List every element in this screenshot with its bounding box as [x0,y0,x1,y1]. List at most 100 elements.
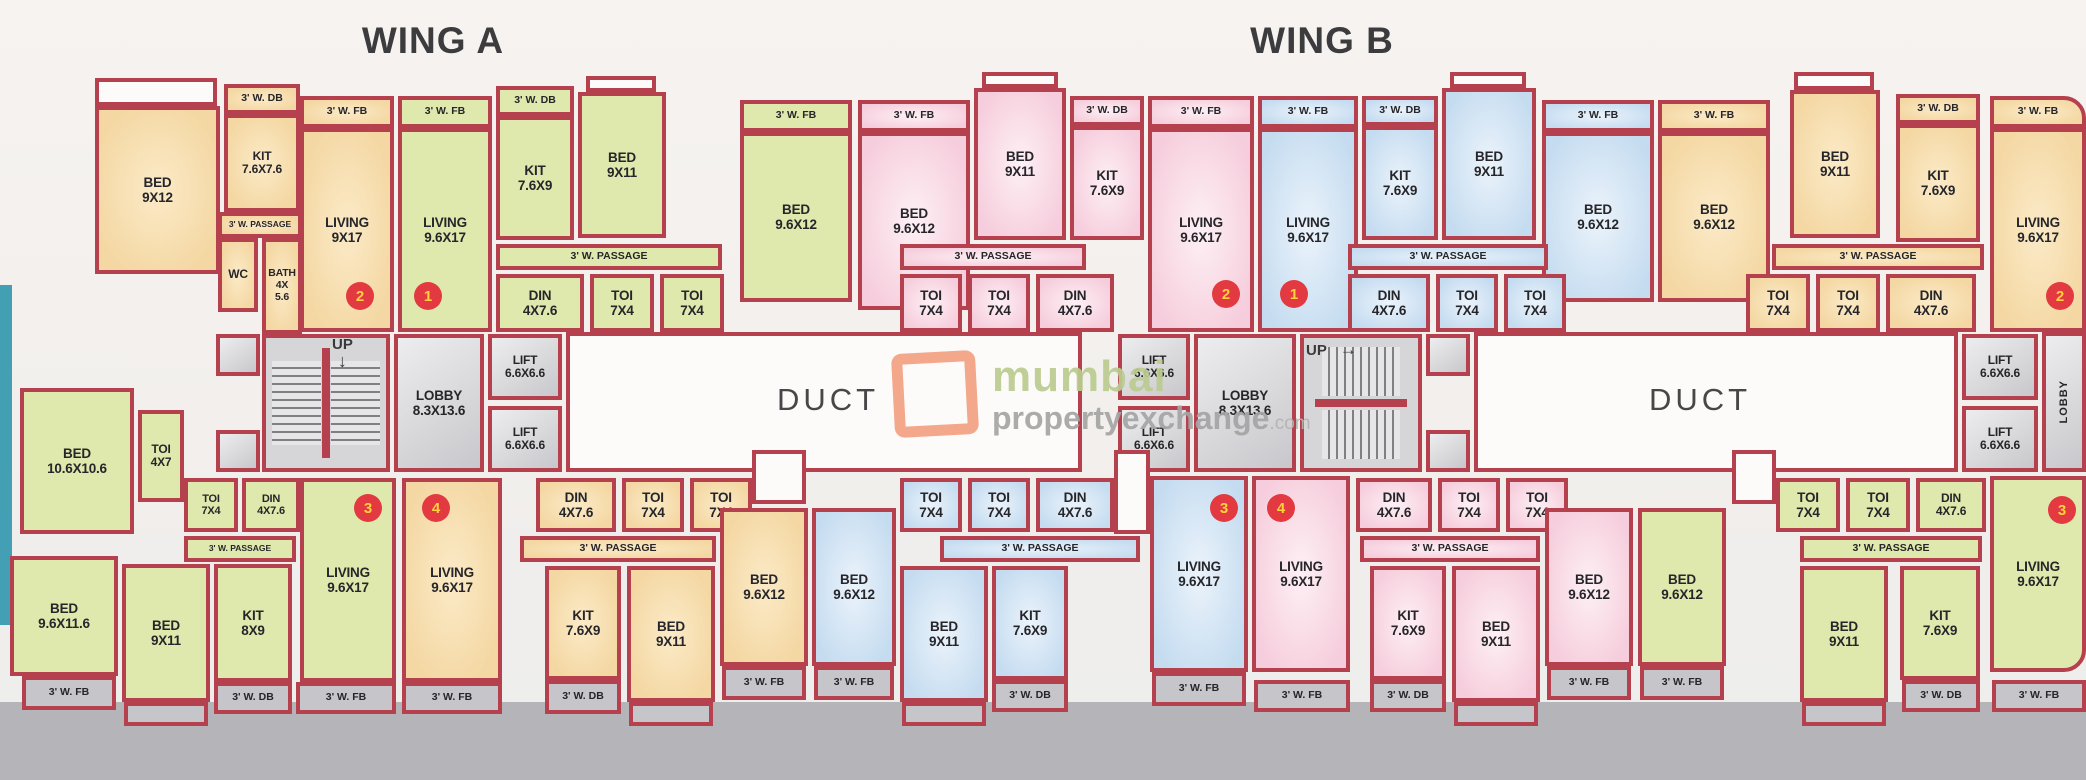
unit-number-badge: 2 [1212,280,1240,308]
up-label-wing-b: UP → [1306,340,1357,360]
balcony-notch [1450,72,1526,88]
balcony-fb: 3' W. FB [740,100,852,132]
balcony-notch [586,76,656,92]
balcony-db: 3' W. DB [1902,680,1980,712]
balcony-notch [1794,72,1874,90]
passage: 3' W. PASSAGE [184,536,296,562]
passage: 3' W. PASSAGE [1360,536,1540,562]
balcony-fb: 3' W. FB [1658,100,1770,132]
left-edge-strip [0,285,12,625]
balcony-db: 3' W. DB [214,682,292,714]
balcony-fb: 3' W. FB [858,100,970,132]
balcony-db: 3' W. DB [992,680,1068,712]
balcony-db: 3' W. DB [224,84,300,114]
unit-number-badge: 3 [2048,496,2076,524]
unit-number-badge: 3 [354,494,382,522]
balcony-db: 3' W. DB [545,680,621,714]
balcony-fb: 3' W. FB [1992,680,2086,712]
brand-line1: mumbai [992,351,1167,401]
passage: 3' W. PASSAGE [1348,244,1548,270]
passage: 3' W. PASSAGE [1800,536,1982,562]
brand-line2-main: propertyexchange [992,399,1270,436]
balcony-fb: 3' W. FB [1547,666,1631,700]
passage: 3' W. PASSAGE [218,212,302,238]
balcony-fb: 3' W. FB [1152,672,1246,706]
duct-notch [1114,450,1150,534]
duct [566,332,1082,472]
up-label-wing-a: UP ↓ [332,336,353,370]
balcony-fb: 3' W. FB [1148,96,1254,128]
balcony-strip [1454,702,1538,726]
brand-line2: propertyexchange.com [992,402,1311,434]
balcony-strip [629,702,713,726]
balcony-fb: 3' W. FB [814,666,894,700]
brand-watermark: mumbai propertyexchange.com [890,349,1311,439]
stair-landing [1426,430,1470,472]
balcony-fb: 3' W. FB [1542,100,1654,132]
stair-landing [216,334,260,376]
duct [1474,332,1958,472]
duct-label-wing-b: DUCT [1648,382,1752,417]
duct-label-wing-a: DUCT [776,382,880,417]
balcony-fb: 3' W. FB [300,96,394,128]
right-arrow-icon: → [1339,340,1357,359]
passage: 3' W. PASSAGE [1772,244,1984,270]
unit-number-badge: 1 [1280,280,1308,308]
balcony-db: 3' W. DB [1370,680,1446,712]
balcony-notch [982,72,1058,88]
unit-number-badge: 2 [346,282,374,310]
staircase [1300,334,1422,472]
balcony-db: 3' W. DB [1896,94,1980,124]
unit-number-badge: 3 [1210,494,1238,522]
balcony-db: 3' W. DB [1362,96,1438,126]
passage: 3' W. PASSAGE [940,536,1140,562]
lobby: LOBBY [2042,332,2086,472]
brand-logo-icon [890,349,980,439]
wing-b-title: WING B [1250,20,1394,61]
wc: WC [218,238,258,312]
stair-landing [1426,334,1470,376]
unit-number-badge: 2 [2046,282,2074,310]
stair-landing [216,430,260,472]
duct-notch [1732,450,1776,504]
